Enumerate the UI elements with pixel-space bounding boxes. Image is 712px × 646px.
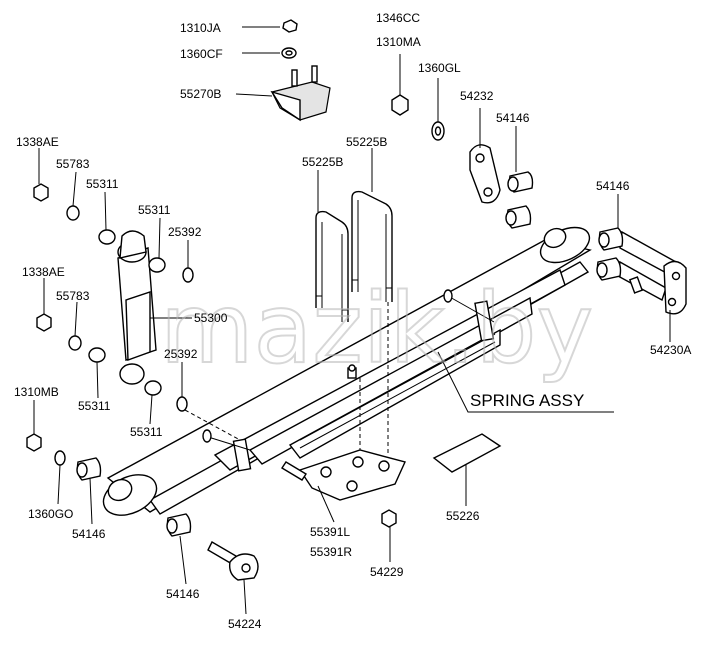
label-55270b: 55270B xyxy=(180,87,221,101)
bushing-55311-d xyxy=(144,380,162,396)
label-55391l: 55391L xyxy=(310,525,350,539)
label-55311-c: 55311 xyxy=(78,399,111,413)
washer-25392-b xyxy=(176,396,188,412)
label-55311-d: 55311 xyxy=(130,425,163,439)
label-54146-top: 54146 xyxy=(496,111,530,125)
u-bolt-rear xyxy=(351,190,393,302)
shock-absorber xyxy=(117,230,157,385)
nut-1338ae-a xyxy=(33,183,49,202)
label-55311-b: 55311 xyxy=(138,203,171,217)
label-55391r: 55391R xyxy=(310,545,352,559)
leader-lines xyxy=(33,26,671,615)
shackle-pin-54224 xyxy=(207,541,259,581)
u-bolt-front xyxy=(315,210,349,322)
label-55300: 55300 xyxy=(194,311,228,325)
nut-1310ja xyxy=(282,19,298,33)
label-54232: 54232 xyxy=(460,89,494,103)
label-1360cf: 1360CF xyxy=(180,47,223,61)
label-1338ae-a: 1338AE xyxy=(16,135,59,149)
label-55311-a: 55311 xyxy=(86,177,119,191)
washer-1360go xyxy=(54,450,66,466)
bushing-55311-c xyxy=(88,347,106,363)
label-55783-b: 55783 xyxy=(56,289,90,303)
bushing-55311-a xyxy=(98,229,116,245)
label-55225b-b: 55225B xyxy=(302,155,343,169)
washer-55783-b xyxy=(68,335,82,351)
bushing-54146-right xyxy=(596,227,624,281)
label-25392-a: 25392 xyxy=(168,225,202,239)
bushing-55311-b xyxy=(148,257,166,273)
label-1338ae-b: 1338AE xyxy=(22,265,65,279)
bushing-54146-top xyxy=(505,171,534,229)
label-54224: 54224 xyxy=(228,617,262,631)
washer-1360gl xyxy=(431,121,445,141)
bushing-54146-left xyxy=(76,457,102,481)
washer-1360cf xyxy=(281,47,297,59)
label-1310mb: 1310MB xyxy=(14,385,59,399)
label-54146-bottom: 54146 xyxy=(166,587,200,601)
nut-1338ae-b xyxy=(36,313,52,332)
shackle-54230a xyxy=(617,230,687,315)
label-54146-left: 54146 xyxy=(72,527,106,541)
label-1346cc: 1346CC xyxy=(376,11,420,25)
label-1310ma: 1310MA xyxy=(376,35,421,49)
spring-seat-plate xyxy=(281,449,406,501)
nut-1310mb xyxy=(26,433,42,452)
label-25392-b: 25392 xyxy=(164,347,198,361)
bushing-54146-bottom xyxy=(166,513,192,537)
washer-55783-a xyxy=(66,205,80,221)
nut-54229 xyxy=(381,509,397,528)
label-55225b-a: 55225B xyxy=(346,135,387,149)
label-55783-a: 55783 xyxy=(56,157,90,171)
label-1360gl: 1360GL xyxy=(418,61,461,75)
nut-1310ma xyxy=(391,94,409,116)
label-54146-right: 54146 xyxy=(596,179,630,193)
label-55226: 55226 xyxy=(446,509,480,523)
label-1360go: 1360GO xyxy=(28,507,73,521)
label-plate-55226 xyxy=(432,433,502,473)
label-54229: 54229 xyxy=(370,565,404,579)
watermark: mazik.by xyxy=(160,273,593,385)
label-54230a: 54230A xyxy=(650,343,691,357)
leaf-spring-assembly xyxy=(102,226,592,516)
shackle-plate-54232 xyxy=(469,144,501,204)
bump-stopper xyxy=(270,65,331,122)
label-1310ja: 1310JA xyxy=(180,21,221,35)
label-spring-assy: SPRING ASSY xyxy=(470,391,584,410)
